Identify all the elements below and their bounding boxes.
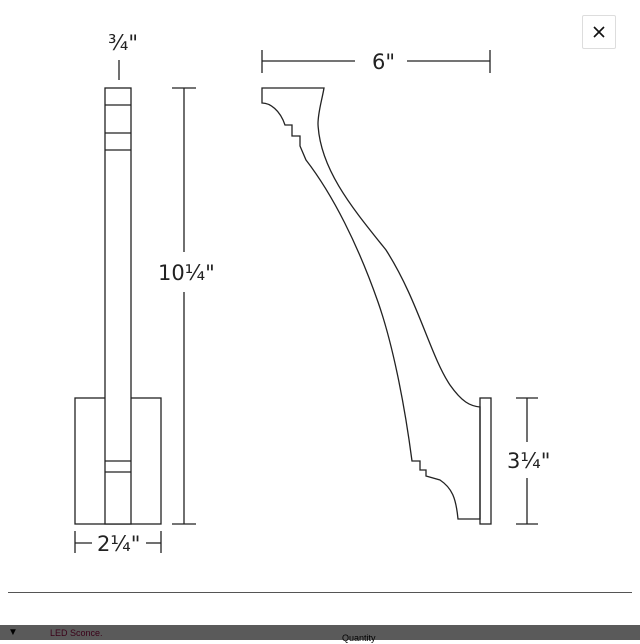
base-width-dimension-line — [74, 531, 162, 553]
front-arm — [104, 87, 132, 525]
product-bar: ▼ LED Sconce. Quantity — [0, 625, 640, 643]
quantity-label: Quantity — [342, 633, 376, 643]
height-dimension-line — [172, 87, 196, 525]
backplate-height-label: 3¼" — [507, 449, 550, 473]
close-button[interactable] — [582, 15, 616, 49]
base-width-label: 2¼" — [97, 532, 140, 556]
side-backplate — [479, 397, 492, 525]
backplate-height-dimension-line — [516, 397, 538, 525]
width-label: ¾" — [108, 31, 138, 55]
close-icon — [593, 26, 605, 38]
height-label: 10¼" — [158, 261, 215, 285]
divider — [8, 592, 632, 593]
depth-label: 6" — [372, 50, 395, 74]
depth-dimension-line — [261, 50, 491, 73]
chevron-down-icon[interactable]: ▼ — [8, 627, 18, 638]
side-profile-arm — [261, 87, 481, 520]
product-name[interactable]: LED Sconce. — [50, 628, 103, 638]
sconce-dimension-drawing: ¾" 10¼" 2¼" 6" 3¼" — [74, 31, 550, 556]
